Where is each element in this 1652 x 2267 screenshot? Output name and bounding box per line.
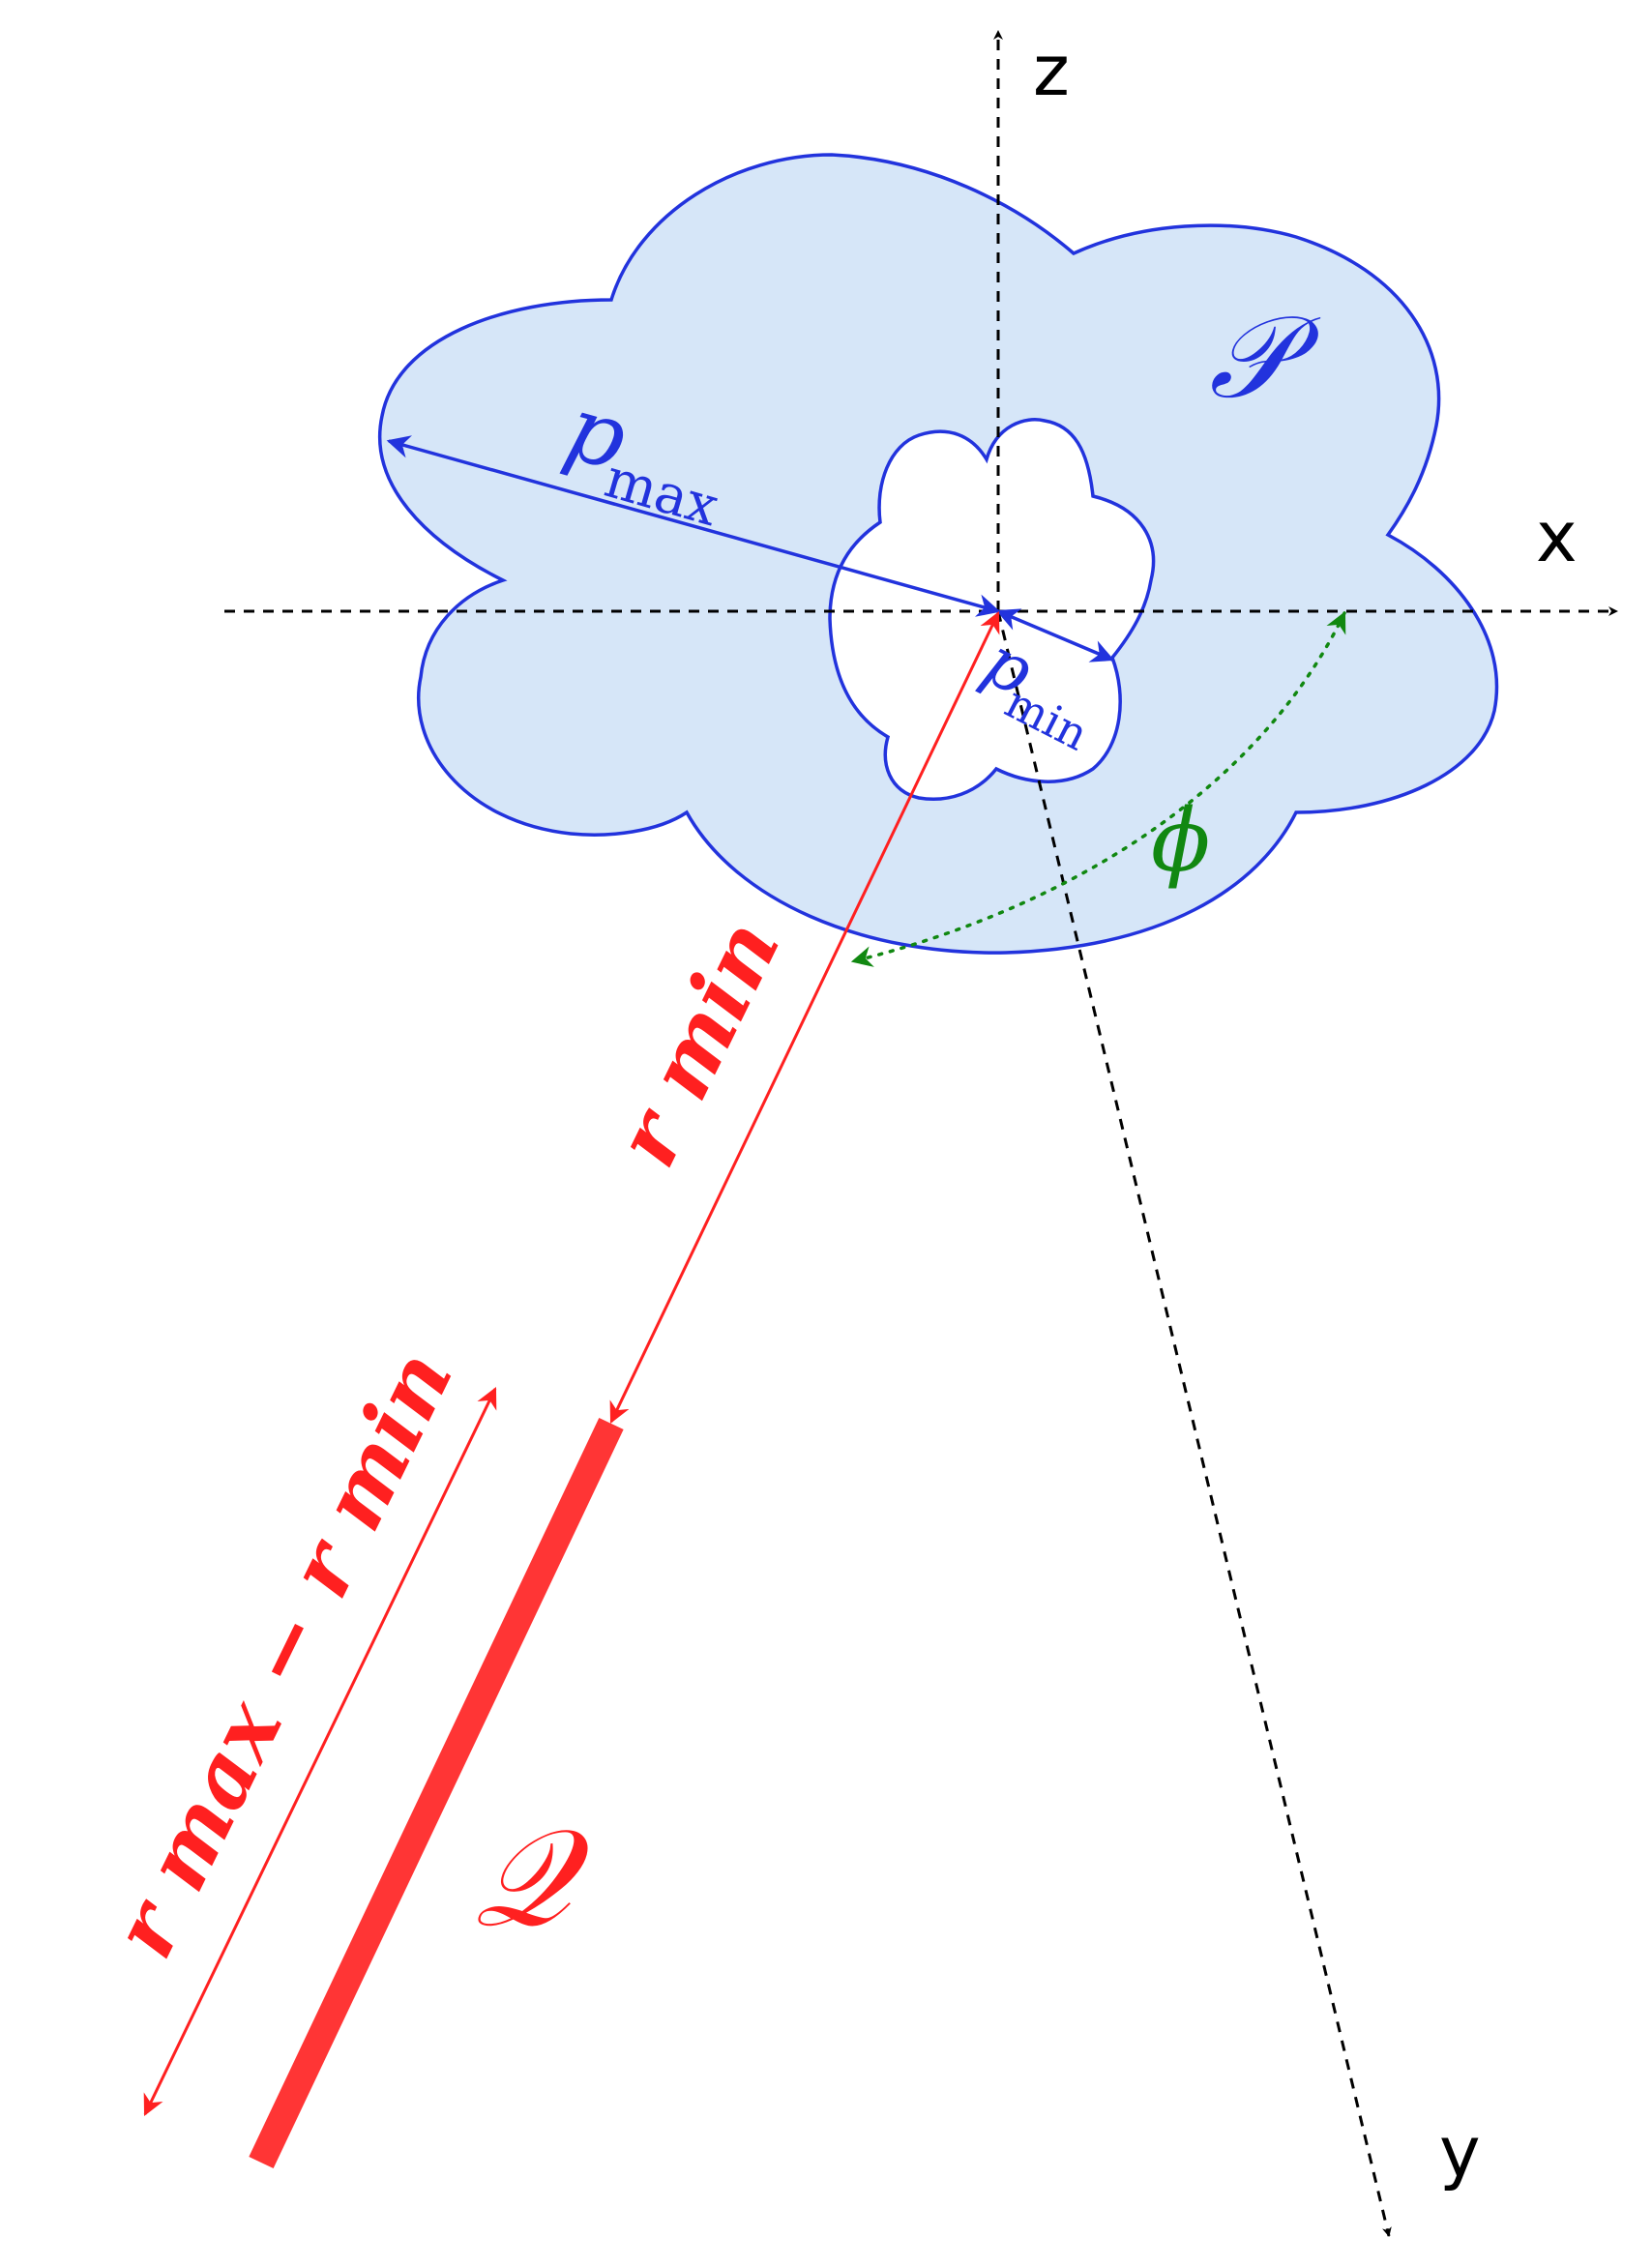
r-range-arrow [143,1387,497,2116]
x-axis-label: x [1536,496,1578,577]
label-phi: ϕ [1151,790,1210,892]
z-axis-label: z [1033,30,1070,111]
label-q: 𝒬 [474,1800,590,1958]
p-max-arrow [386,435,1001,617]
y-axis-label: y [1439,2111,1481,2193]
phi-arc [850,611,1346,967]
label-r-range: r max − r min [92,1336,472,1973]
label-r-min: r min [595,904,799,1181]
